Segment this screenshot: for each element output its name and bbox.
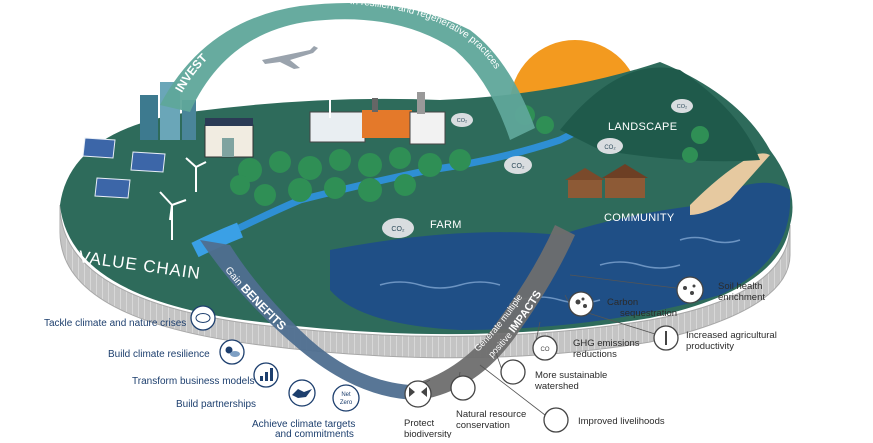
impact-label-2b: sequestration <box>620 308 677 319</box>
wind-turbines <box>159 89 339 240</box>
benefit-label-5a: Achieve climate targets <box>252 419 355 430</box>
trees <box>230 105 709 206</box>
impact-label-7a: Natural resource <box>456 409 526 420</box>
benefit-label-3: Transform business models <box>132 376 254 387</box>
benefits-ribbon <box>200 240 420 400</box>
impact-label-8b: biodiversity <box>404 429 452 438</box>
community-label: COMMUNITY <box>604 212 675 224</box>
co2-label-center: CO₂ <box>511 163 525 170</box>
net-zero-icon-text-1: Net <box>341 392 351 398</box>
impact-label-7b: conservation <box>456 420 510 431</box>
impact-label-5a: More sustainable <box>535 370 607 381</box>
wave-lines <box>379 236 741 304</box>
co2-label-factory: CO₂ <box>457 118 467 124</box>
livelihoods-icon <box>543 407 569 433</box>
farm-label: FARM <box>430 219 462 231</box>
co2-label-hill: CO₂ <box>677 104 687 110</box>
net-zero-icon-text-2: Zero <box>340 400 353 406</box>
impacts-ribbon <box>410 225 575 400</box>
net-zero-icon <box>332 384 360 412</box>
benefit-label-5b: and commitments <box>275 429 354 438</box>
hill <box>560 67 760 162</box>
co2-label-landscape: CO₂ <box>604 145 616 151</box>
beach <box>690 153 770 215</box>
ghg-icon-text: CO <box>541 347 550 353</box>
co2-cloud-icon <box>190 305 216 331</box>
benefit-label-1: Tackle climate and nature crises <box>44 318 186 329</box>
impact-label-1a: Soil health <box>718 281 762 292</box>
butterfly-icon <box>404 380 432 408</box>
benefit-label-2: Build climate resilience <box>108 349 210 360</box>
watershed-icon <box>500 359 526 385</box>
factory <box>309 92 446 145</box>
co2-label-farm: CO₂ <box>391 226 405 233</box>
invest-ribbon <box>160 3 535 140</box>
benefit-label-4: Build partnerships <box>176 399 256 410</box>
solar-panels <box>82 137 166 199</box>
landscape-label: LANDSCAPE <box>608 121 677 133</box>
benefits-list: Tackle climate and nature crises Build c… <box>44 305 360 440</box>
impact-label-2a: Carbon <box>607 297 638 308</box>
soil-icon <box>676 276 704 304</box>
co2-markers <box>382 99 693 238</box>
impact-label-3b: productivity <box>686 341 734 352</box>
impact-label-4a: GHG emissions <box>573 338 640 349</box>
impact-label-5b: watershed <box>534 381 579 392</box>
impact-labels: Soil health enrichment Carbon sequestrat… <box>404 281 777 440</box>
impact-label-1b: enrichment <box>718 292 765 303</box>
houses <box>565 164 648 198</box>
ghg-icon <box>532 335 558 361</box>
impact-label-8a: Protect <box>404 418 434 429</box>
impact-label-6: Improved livelihoods <box>578 416 665 427</box>
recycle-icon <box>450 375 476 401</box>
impact-icon-glyphs <box>409 284 696 397</box>
carbon-icon <box>568 291 594 317</box>
impact-label-4b: reductions <box>573 349 617 360</box>
island-rim <box>59 204 791 359</box>
impact-label-3a: Increased agricultural <box>686 330 777 341</box>
airplane-icon <box>262 46 318 69</box>
stream <box>191 222 243 258</box>
